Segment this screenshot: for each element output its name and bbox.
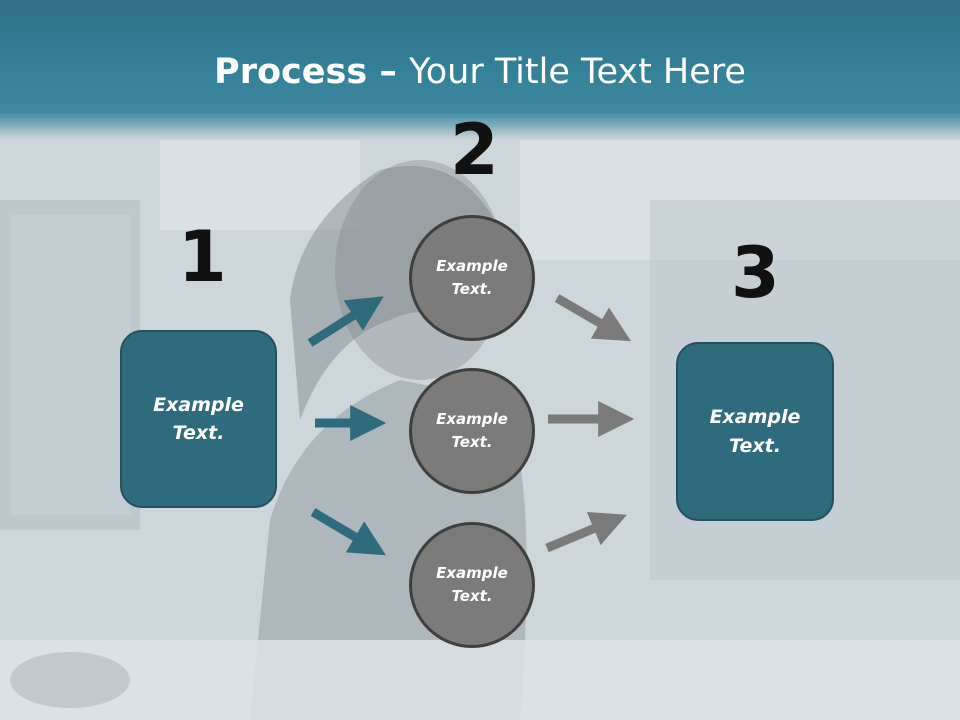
header-band <box>0 0 960 140</box>
arrow-left-to-circle-3 <box>310 508 386 556</box>
title-dash: – <box>367 52 410 92</box>
step-number-1: 1 <box>178 216 227 298</box>
arrow-circle-1-to-right <box>554 294 631 342</box>
circle-3-text: Example Text. <box>436 563 508 605</box>
title-bold: Process <box>214 52 368 92</box>
step-number-3: 3 <box>731 232 780 314</box>
title-rest: Your Title Text Here <box>409 52 746 92</box>
left-box: Example Text. <box>120 330 277 508</box>
left-box-text: Example Text. <box>153 393 244 445</box>
arrow-left-to-circle-1 <box>307 296 384 347</box>
circle-1-text: Example Text. <box>436 256 508 298</box>
circle-3: Example Text. <box>409 522 535 648</box>
step-number-2: 2 <box>450 109 499 191</box>
circle-2-text: Example Text. <box>436 409 508 451</box>
right-box: Example Text. <box>676 342 834 521</box>
slide-title: Process – Your Title Text Here <box>0 52 960 92</box>
right-box-text: Example Text. <box>709 406 801 457</box>
circle-2: Example Text. <box>409 368 535 494</box>
circle-1: Example Text. <box>409 215 535 341</box>
arrow-circle-3-to-right <box>545 511 627 553</box>
